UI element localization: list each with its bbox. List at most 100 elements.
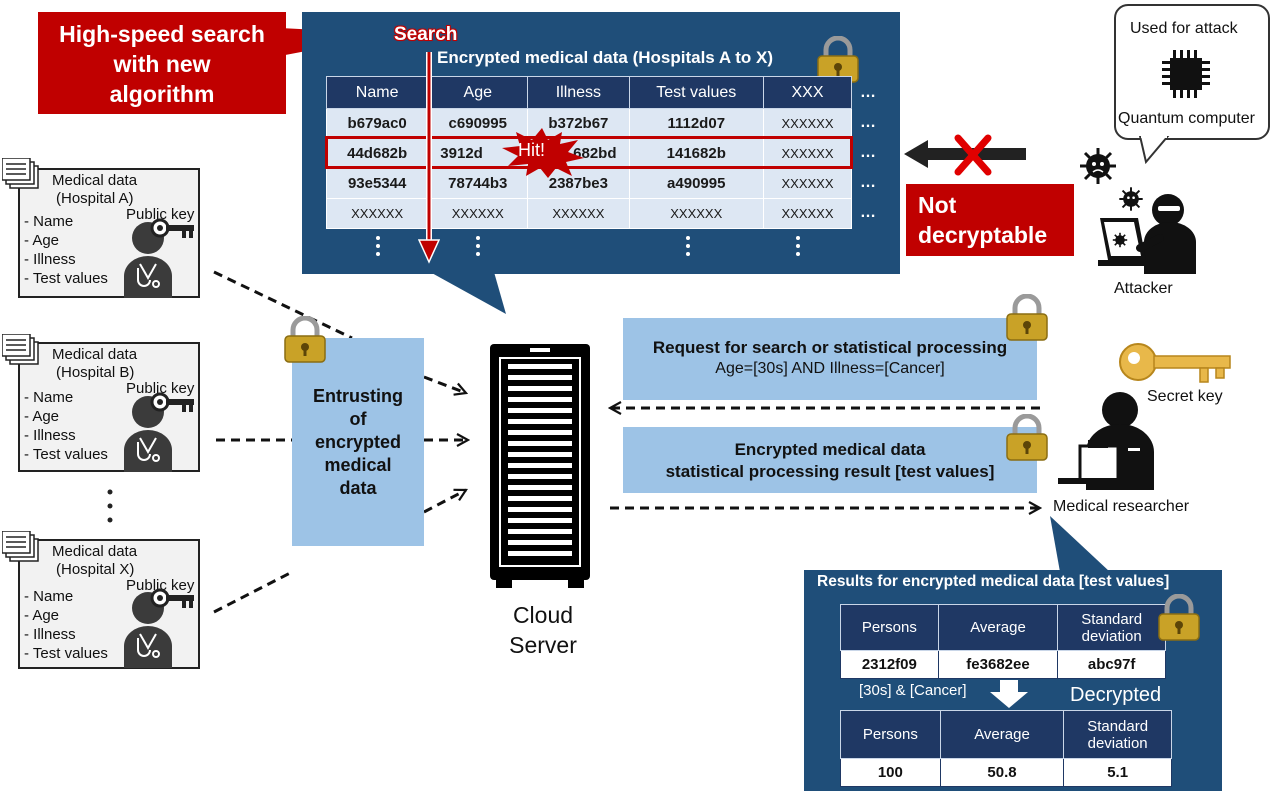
table-header-row: Persons Average Standard deviation <box>840 710 1172 759</box>
list-item: - Name <box>24 389 74 406</box>
lock-icon <box>1006 414 1048 461</box>
more-columns-marker: … <box>860 204 877 221</box>
table-cell: 2312f09 <box>840 650 939 679</box>
table-cell: XXXXXX <box>763 168 852 199</box>
table-cell: 141682b <box>628 138 765 169</box>
server-caption-line: Server <box>509 632 577 658</box>
table-row: 93e5344 78744b3 2387be3 a490995 XXXXXX <box>325 168 852 199</box>
list-item: - Name <box>24 213 74 230</box>
card-title-line: (Hospital A) <box>56 190 134 207</box>
entrusting-line: Entrusting <box>313 386 403 406</box>
down-arrow-icon <box>990 680 1028 708</box>
virus-icon <box>1080 148 1116 184</box>
results-panel-tail <box>1050 516 1110 572</box>
table-cell: a490995 <box>628 168 765 199</box>
column-header: Persons <box>840 710 941 759</box>
list-item: - Test values <box>24 270 108 287</box>
callout-line-2: with new <box>113 51 211 77</box>
quantum-computer-label: Quantum computer <box>1118 110 1255 127</box>
table-cell: abc97f <box>1057 650 1166 679</box>
card-title-line: (Hospital X) <box>56 561 135 578</box>
hit-label: Hit! <box>518 140 545 160</box>
doctor-with-key-icon <box>124 218 194 298</box>
table-cell: fe3682ee <box>937 650 1059 679</box>
public-key-label: Public key <box>126 380 195 397</box>
table-header-row: Persons Average Standard deviation <box>840 604 1166 651</box>
document-stack-icon <box>2 158 39 189</box>
table-cell: XXXXXX <box>325 198 429 229</box>
result-box: Encrypted medical data statistical proce… <box>623 427 1037 493</box>
not-decryptable-line: decryptable <box>918 222 1048 248</box>
table-cell: XXXXXX <box>527 198 630 229</box>
card-title-line: (Hospital B) <box>56 364 135 381</box>
hit-row-highlight <box>325 136 853 169</box>
card-field-list: - Name - Age - Illness - Test values <box>24 388 108 464</box>
chip-icon <box>1162 50 1210 98</box>
public-key-label: Public key <box>126 206 195 223</box>
column-header: Average <box>937 604 1059 651</box>
panel-tail <box>430 272 506 314</box>
list-item: - Test values <box>24 446 108 463</box>
column-header: Average <box>939 710 1065 759</box>
table-row: b679ac0 c690995 b372b67 1112d07 XXXXXX <box>325 108 852 139</box>
bubble-tail <box>1138 136 1170 165</box>
list-item: - Age <box>24 607 60 624</box>
list-item: - Name <box>24 588 74 605</box>
card-field-list: - Name - Age - Illness - Test values <box>24 212 108 288</box>
entrusting-line: data <box>339 478 377 498</box>
table-cell: XXXXXX <box>763 198 852 229</box>
card-field-list: - Name - Age - Illness - Test values <box>24 587 108 663</box>
filter-label: [30s] & [Cancer] <box>859 682 967 699</box>
lock-icon <box>1158 594 1200 641</box>
table-header-row: Name Age Illness Test values XXX <box>325 76 852 109</box>
table-cell: 50.8 <box>939 758 1065 787</box>
server-caption-line: Cloud <box>512 602 574 628</box>
virus-icon <box>1119 187 1143 211</box>
table-cell: b679ac0 <box>325 108 429 139</box>
document-stack-icon <box>2 334 39 365</box>
table-cell: 100 <box>840 758 941 787</box>
list-item: - Illness <box>24 427 76 444</box>
list-item: - Age <box>24 232 60 249</box>
result-line: Encrypted medical data <box>734 440 926 459</box>
doctor-with-key-icon <box>124 588 194 668</box>
table-cell: 93e5344 <box>325 168 429 199</box>
encrypted-results-table: Persons Average Standard deviation 2312f… <box>840 604 1166 679</box>
table-cell: 5.1 <box>1063 758 1172 787</box>
hospital-card-b: Medical data (Hospital B) Public key - N… <box>18 342 200 472</box>
decrypted-results-table: Persons Average Standard deviation 100 5… <box>840 710 1172 787</box>
column-header: Persons <box>840 604 939 651</box>
server-icon <box>490 344 590 588</box>
doctor-with-key-icon <box>124 392 194 472</box>
column-header: Test values <box>628 76 765 109</box>
entrusting-line: encrypted <box>314 432 402 452</box>
secret-key-label: Secret key <box>1147 388 1223 405</box>
card-title-line: Medical data <box>52 172 138 189</box>
card-title: Medical data (Hospital B) <box>52 346 137 382</box>
list-item: - Illness <box>24 626 76 643</box>
decrypted-label: Decrypted <box>1070 684 1162 706</box>
column-header: Standard deviation <box>1057 604 1166 651</box>
more-columns-marker: … <box>860 114 877 131</box>
server-caption: Cloud Server <box>498 600 588 660</box>
table-row: XXXXXX XXXXXX XXXXXX XXXXXX XXXXXX <box>325 198 852 229</box>
card-title: Medical data (Hospital X) <box>52 543 137 579</box>
callout-line-3: algorithm <box>109 81 215 107</box>
callout-line-1: High-speed search <box>59 21 265 47</box>
encrypted-panel-title: Encrypted medical data (Hospitals A to X… <box>437 48 773 67</box>
entrusting-line: of <box>349 409 367 429</box>
card-title: Medical data (Hospital A) <box>52 172 137 208</box>
column-header: XXX <box>763 76 852 109</box>
used-for-attack-label: Used for attack <box>1130 20 1238 37</box>
table-cell: XXXXXX <box>628 198 765 229</box>
blocked-arrow-icon <box>904 134 1026 176</box>
more-hospitals-marker <box>107 489 113 523</box>
column-header: Standard deviation <box>1063 710 1172 759</box>
request-box: Request for search or statistical proces… <box>623 318 1037 400</box>
results-panel-title: Results for encrypted medical data [test… <box>817 573 1170 590</box>
table-row: 100 50.8 5.1 <box>840 758 1172 787</box>
medical-researcher-icon <box>1058 392 1154 490</box>
table-row: 2312f09 fe3682ee abc97f <box>840 650 1166 679</box>
table-cell: 1112d07 <box>628 108 765 139</box>
